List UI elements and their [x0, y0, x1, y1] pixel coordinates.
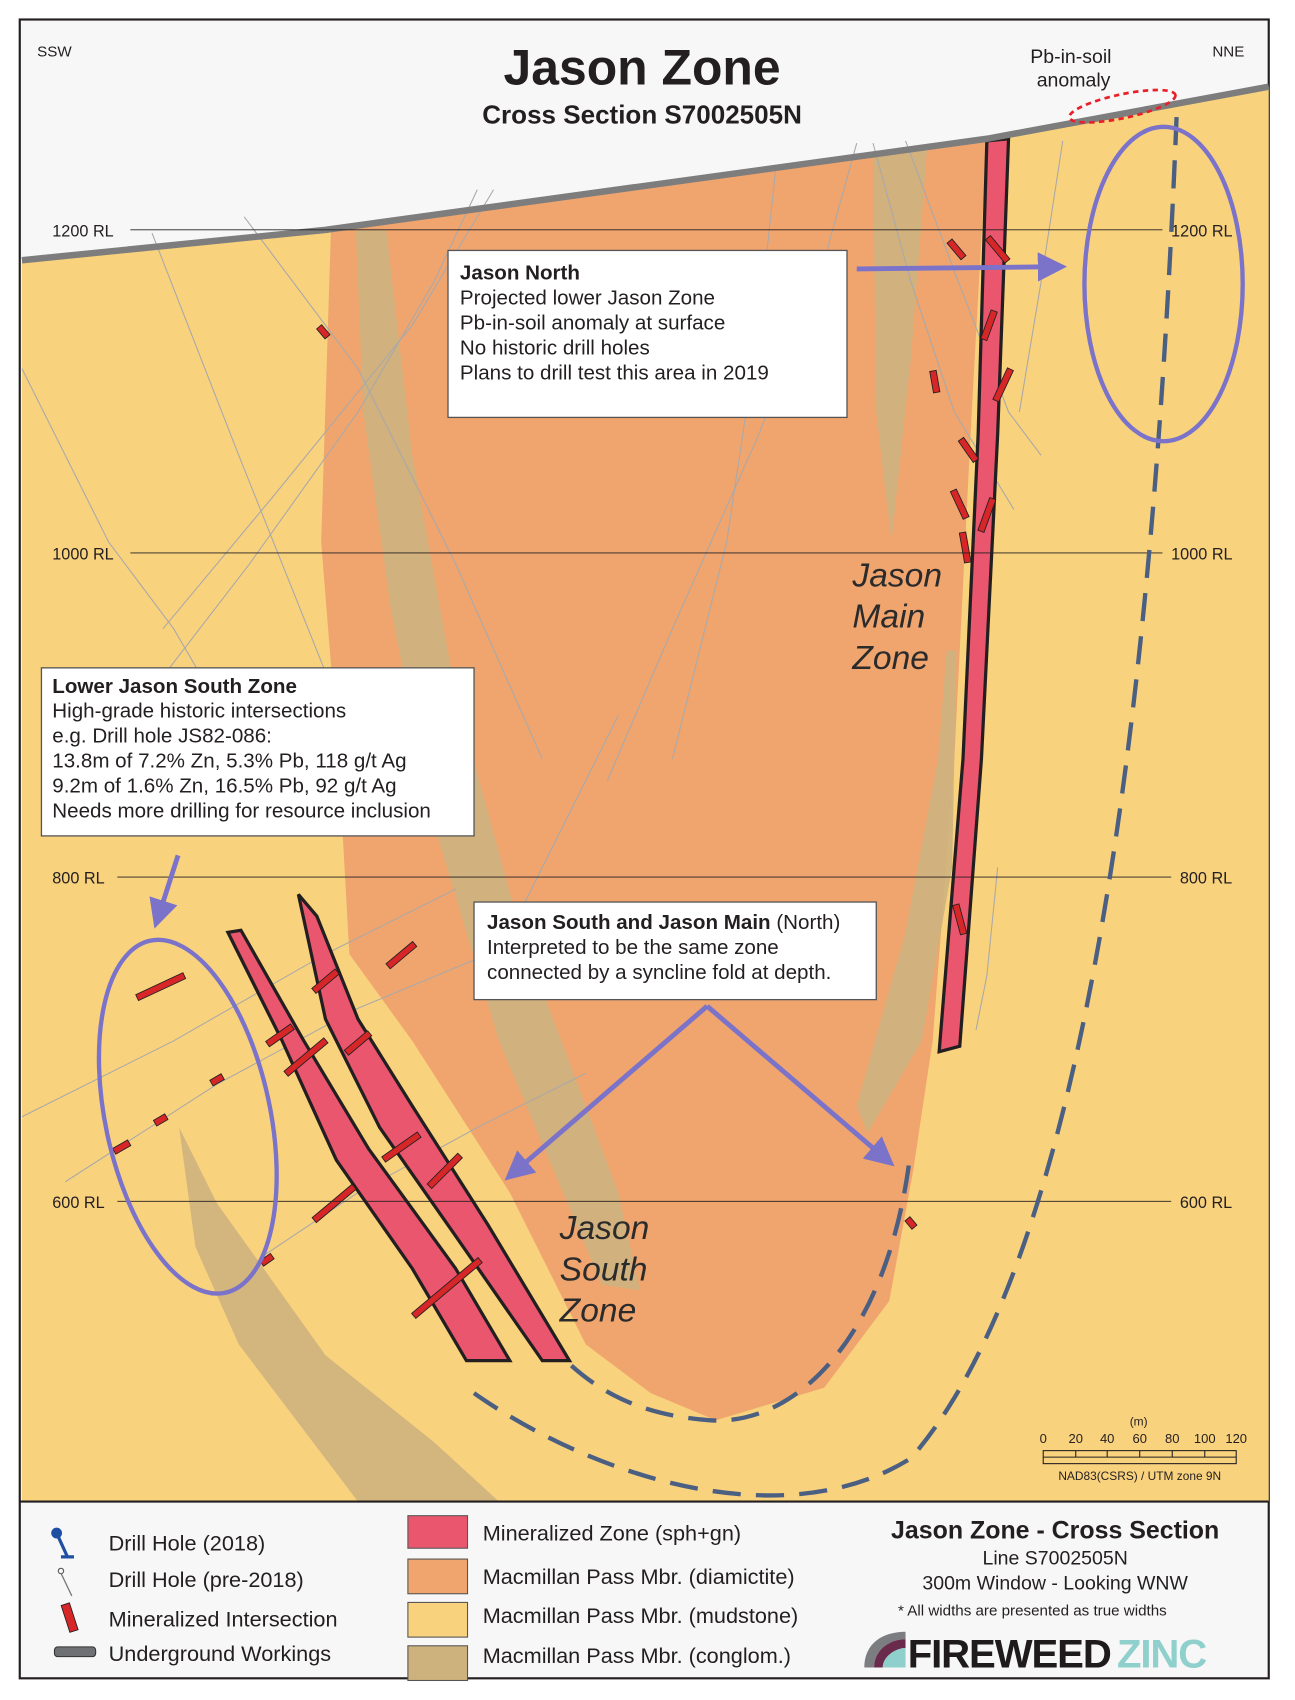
mineralized-intersection-icon — [60, 1602, 79, 1633]
page-subtitle: Cross Section S7002505N — [482, 100, 802, 130]
svg-text:High-grade historic intersecti: High-grade historic intersections — [52, 700, 346, 723]
conglomerate-band-southwest — [179, 1127, 499, 1502]
svg-text:Plans to drill test this area: Plans to drill test this area in 2019 — [460, 361, 769, 384]
svg-text:connected by a syncline fold a: connected by a syncline fold at depth. — [487, 961, 831, 984]
arrow-to-lower-jason-south — [149, 854, 181, 929]
swatch-mudstone — [407, 1601, 469, 1638]
swatch-conglomerate — [407, 1645, 469, 1682]
lower-jason-south-target-ellipse — [96, 937, 279, 1296]
svg-text:e.g. Drill hole JS82-086:: e.g. Drill hole JS82-086: — [52, 725, 272, 748]
svg-text:100: 100 — [1194, 1431, 1216, 1446]
legend-label-drill-hole-2018: Drill Hole (2018) — [109, 1530, 266, 1555]
drill-hole-pre-2018-icon — [57, 1567, 73, 1597]
section-info: Jason Zone - Cross Section Line S7002505… — [891, 1516, 1219, 1619]
callout-syncline: Jason South and Jason Main (North) Inter… — [473, 901, 877, 1001]
legend-label-mineralized-zone: Mineralized Zone (sph+gn) — [483, 1521, 741, 1546]
drill-hole-2018-icon — [51, 1527, 74, 1559]
elevation-label-800-left: 800 RL — [52, 870, 104, 888]
legend-units: Mineralized Zone (sph+gn) Macmillan Pass… — [407, 1515, 799, 1682]
conglomerate-band-east — [856, 650, 957, 1133]
underground-workings-icon — [53, 1646, 97, 1658]
svg-text:40: 40 — [1100, 1431, 1114, 1446]
svg-text:13.8m of 7.2% Zn, 5.3% Pb, 118: 13.8m of 7.2% Zn, 5.3% Pb, 118 g/t Ag — [52, 750, 406, 773]
legend-label-drill-hole-pre-2018: Drill Hole (pre-2018) — [109, 1567, 304, 1592]
arrow-to-fold-hinge — [705, 1004, 895, 1167]
svg-text:0: 0 — [1040, 1431, 1047, 1446]
info-note: * All widths are presented as true width… — [898, 1602, 1167, 1619]
legend-label-underground-workings: Underground Workings — [109, 1641, 332, 1666]
arrow-to-jason-north — [856, 252, 1068, 282]
direction-ssw: SSW — [37, 43, 72, 60]
conglomerate-band-west — [355, 229, 640, 1291]
jason-south-lens-1 — [225, 928, 513, 1363]
elevation-label-1200-left: 1200 RL — [52, 222, 113, 240]
callout-jason-north: Jason North Projected lower Jason Zone P… — [447, 249, 848, 419]
svg-text:Lower Jason South Zone: Lower Jason South Zone — [52, 675, 297, 698]
svg-text:No historic drill holes: No historic drill holes — [460, 337, 650, 360]
legend-label-mineralized-intersection: Mineralized Intersection — [109, 1606, 338, 1631]
svg-text:Projected lower Jason Zone: Projected lower Jason Zone — [460, 287, 715, 310]
syncline-fold-trace-outer — [465, 117, 1179, 1498]
scale-bar: (m) 0 20 40 60 80 100 120 NAD83(CSRS) / … — [1040, 1415, 1247, 1483]
mineralized-intersections — [111, 235, 1014, 1319]
legend-label-conglomerate: Macmillan Pass Mbr. (conglom.) — [483, 1643, 791, 1668]
svg-text:Needs more drilling for resour: Needs more drilling for resource inclusi… — [52, 799, 431, 822]
svg-text:60: 60 — [1132, 1431, 1146, 1446]
svg-text:ZINC: ZINC — [1117, 1632, 1206, 1676]
svg-text:NAD83(CSRS) / UTM zone 9N: NAD83(CSRS) / UTM zone 9N — [1058, 1469, 1221, 1483]
svg-text:80: 80 — [1165, 1431, 1179, 1446]
elevation-lines — [117, 229, 1172, 1202]
svg-text:Pb-in-soil anomaly at surface: Pb-in-soil anomaly at surface — [460, 312, 725, 335]
anomaly-label: Pb-in-soil anomaly — [1030, 46, 1117, 92]
conglomerate-band-north — [873, 146, 928, 543]
jason-main-mineralized-zone — [937, 136, 1011, 1054]
elevation-label-1000-right: 1000 RL — [1171, 545, 1232, 563]
svg-text:120: 120 — [1225, 1431, 1247, 1446]
fireweed-zinc-logo: FIREWEED ZINC — [864, 1631, 1207, 1676]
pb-in-soil-anomaly-outline — [1067, 88, 1177, 124]
elevation-label-1200-right: 1200 RL — [1171, 222, 1232, 240]
swatch-diamictite — [407, 1558, 469, 1595]
svg-text:20: 20 — [1069, 1431, 1083, 1446]
section-map: 1200 RL 1200 RL 1000 RL 1000 RL 800 RL 8… — [21, 40, 1270, 1502]
svg-text:9.2m of 1.6% Zn, 16.5% Pb, 92: 9.2m of 1.6% Zn, 16.5% Pb, 92 g/t Ag — [52, 775, 396, 798]
elevation-label-1000-left: 1000 RL — [52, 545, 113, 563]
jason-south-zone-label: Jason South Zone — [559, 1210, 659, 1329]
svg-text:Jason North: Jason North — [460, 262, 580, 285]
annotation-arrows — [149, 252, 1068, 1181]
syncline-fold-trace-inner — [567, 1165, 911, 1423]
elevation-label-600-right: 600 RL — [1180, 1194, 1232, 1212]
svg-text:(m): (m) — [1130, 1415, 1148, 1429]
info-window: 300m Window - Looking WNW — [922, 1572, 1188, 1594]
legend-symbols: Drill Hole (2018) Drill Hole (pre-2018) … — [51, 1527, 338, 1666]
direction-nne: NNE — [1212, 43, 1244, 60]
legend-label-mudstone: Macmillan Pass Mbr. (mudstone) — [483, 1603, 799, 1628]
svg-text:Jason South and Jason Main (No: Jason South and Jason Main (North) — [487, 911, 840, 934]
legend-label-diamictite: Macmillan Pass Mbr. (diamictite) — [483, 1564, 795, 1589]
svg-text:FIREWEED: FIREWEED — [908, 1632, 1111, 1676]
swatch-mineralized-zone — [407, 1515, 469, 1549]
page-title: Jason Zone — [504, 40, 781, 96]
elevation-label-600-left: 600 RL — [52, 1194, 104, 1212]
jason-north-target-ellipse — [1082, 124, 1245, 444]
arrow-to-jason-south — [504, 1004, 709, 1181]
callout-lower-jason-south: Lower Jason South Zone High-grade histor… — [40, 667, 475, 837]
ground-surface — [21, 83, 1270, 264]
jason-main-zone-label: Jason Main Zone — [851, 558, 951, 677]
jason-south-lens-2 — [296, 893, 573, 1363]
info-title: Jason Zone - Cross Section — [891, 1516, 1219, 1544]
elevation-label-800-right: 800 RL — [1180, 870, 1232, 888]
svg-text:Interpreted to be the same zon: Interpreted to be the same zone — [487, 936, 779, 959]
info-line: Line S7002505N — [983, 1547, 1128, 1569]
